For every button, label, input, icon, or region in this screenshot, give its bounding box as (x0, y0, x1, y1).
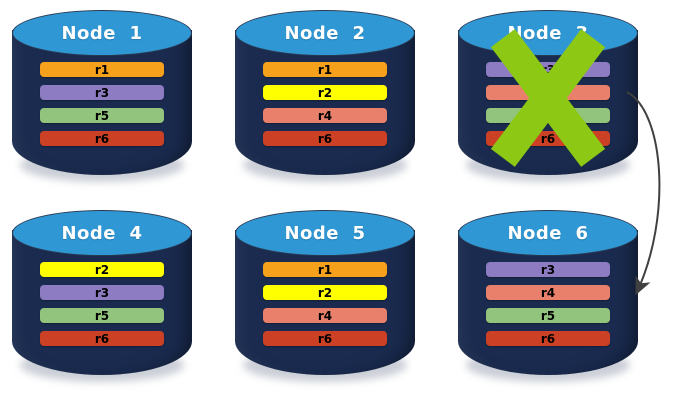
node-6-top-ellipse (458, 210, 638, 256)
replica-r6[interactable]: r6 (486, 131, 610, 146)
node-2-top-ellipse (235, 10, 415, 56)
replica-r4[interactable]: r4 (263, 308, 387, 323)
replica-r2[interactable]: r2 (263, 285, 387, 300)
node-2[interactable]: Node 2 r1 r2 r4 r6 (235, 10, 415, 185)
node-3[interactable]: Node 3 r3 r4 r5 r6 (458, 10, 638, 185)
node-2-replica-list: r1 r2 r4 r6 (263, 62, 387, 154)
replica-r5[interactable]: r5 (486, 308, 610, 323)
replica-r5[interactable]: r5 (40, 308, 164, 323)
replica-r5[interactable]: r5 (40, 108, 164, 123)
replica-r6[interactable]: r6 (263, 331, 387, 346)
replica-r6[interactable]: r6 (486, 331, 610, 346)
node-6[interactable]: Node 6 r3 r4 r5 r6 (458, 210, 638, 385)
replica-r4[interactable]: r4 (486, 285, 610, 300)
replica-r1[interactable]: r1 (263, 262, 387, 277)
node-3-replica-list: r3 r4 r5 r6 (486, 62, 610, 154)
replica-r4[interactable]: r4 (486, 85, 610, 100)
node-4-label: Node 4 (61, 222, 143, 244)
node-4-replica-list: r2 r3 r5 r6 (40, 262, 164, 354)
node-1[interactable]: Node 1 r1 r3 r5 r6 (12, 10, 192, 185)
replica-r3[interactable]: r3 (40, 85, 164, 100)
node-5-top-ellipse (235, 210, 415, 256)
node-3-label: Node 3 (507, 22, 589, 44)
replica-r6[interactable]: r6 (263, 131, 387, 146)
replica-r1[interactable]: r1 (40, 62, 164, 77)
node-4[interactable]: Node 4 r2 r3 r5 r6 (12, 210, 192, 385)
node-1-replica-list: r1 r3 r5 r6 (40, 62, 164, 154)
node-5-replica-list: r1 r2 r4 r6 (263, 262, 387, 354)
node-1-top-ellipse (12, 10, 192, 56)
replica-r3[interactable]: r3 (486, 62, 610, 77)
replica-r6[interactable]: r6 (40, 131, 164, 146)
replica-r3[interactable]: r3 (486, 262, 610, 277)
node-2-label: Node 2 (284, 22, 366, 44)
replica-r2[interactable]: r2 (263, 85, 387, 100)
replica-r2[interactable]: r2 (40, 262, 164, 277)
replica-r5[interactable]: r5 (486, 108, 610, 123)
replica-r3[interactable]: r3 (40, 285, 164, 300)
node-6-label: Node 6 (507, 222, 589, 244)
node-6-replica-list: r3 r4 r5 r6 (486, 262, 610, 354)
node-5-label: Node 5 (284, 222, 366, 244)
replica-r4[interactable]: r4 (263, 108, 387, 123)
node-1-label: Node 1 (61, 22, 143, 44)
replica-r1[interactable]: r1 (263, 62, 387, 77)
node-4-top-ellipse (12, 210, 192, 256)
replica-r6[interactable]: r6 (40, 331, 164, 346)
node-5[interactable]: Node 5 r1 r2 r4 r6 (235, 210, 415, 385)
